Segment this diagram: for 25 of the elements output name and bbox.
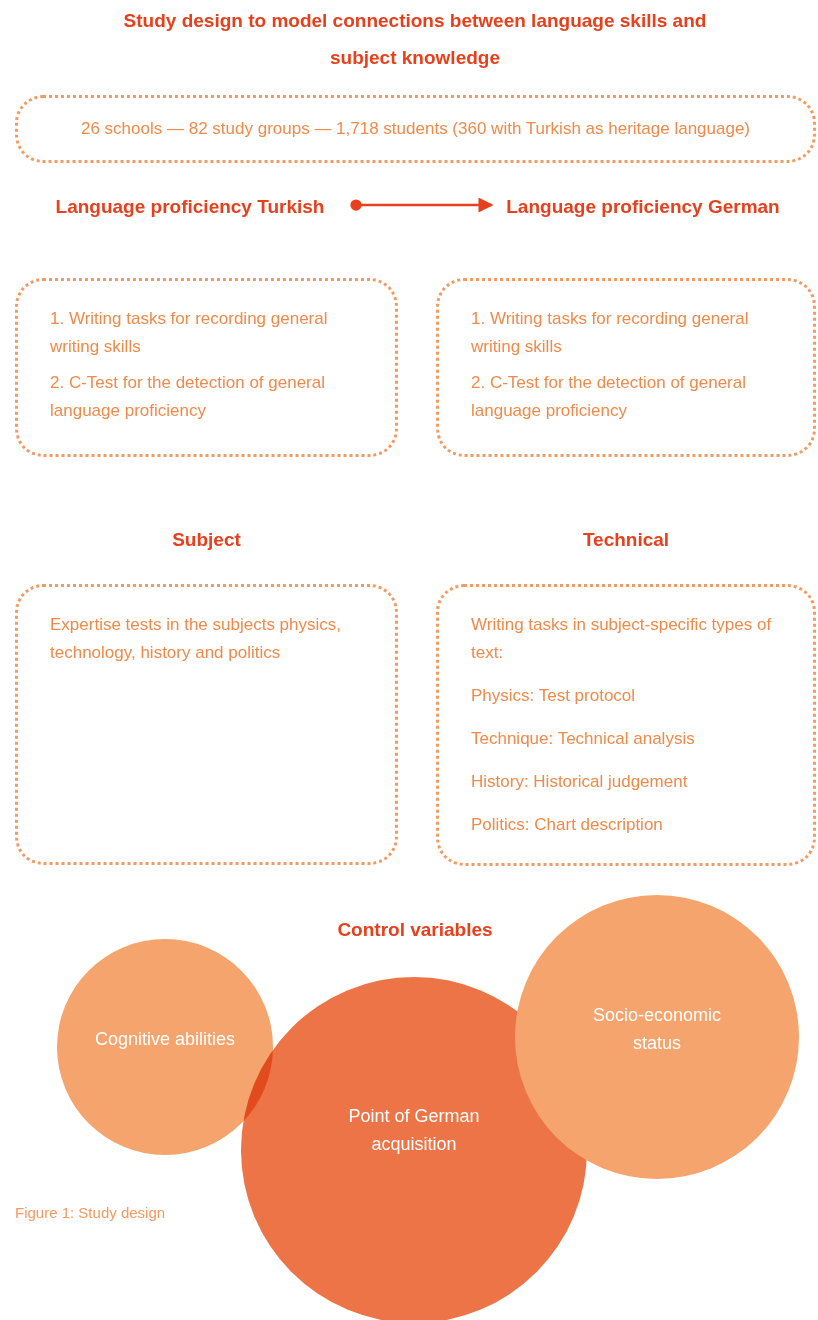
box-text: History: Historical judgement	[471, 771, 689, 793]
box-text: Writing tasks in subject-specific types of text:	[471, 614, 773, 664]
box-text: Technique: Technical analysis	[471, 728, 696, 750]
box-text: 1. Writing tasks for recording general writing skills	[471, 308, 750, 358]
circle-label: Point of German acquisition	[347, 1105, 481, 1156]
title: Study design to model connections between language skills and subject knowledge	[122, 9, 708, 70]
box-text: Physics: Test protocol	[471, 685, 637, 707]
arrow	[350, 197, 494, 213]
box-text: 2. C-Test for the detection of general language proficiency	[50, 372, 326, 422]
circle-label: Cognitive abilities	[93, 1028, 237, 1051]
heading: Language proficiency German	[492, 188, 794, 254]
box-text: 1. Writing tasks for recording general writing skills	[50, 308, 329, 358]
box-text: 2. C-Test for the detection of general language proficiency	[471, 372, 747, 422]
box-text: Expertise tests in the subjects physics, technology, history and politics	[50, 614, 343, 664]
heading: Language proficiency Turkish	[28, 188, 352, 254]
box-text: Politics: Chart description	[471, 814, 664, 836]
box-text: 26 schools — 82 study groups — 1,718 students (360 with Turkish as heritage language)	[80, 118, 751, 140]
heading: Subject	[172, 528, 241, 552]
caption: Figure 1: Study design	[15, 1203, 166, 1223]
dotted-box	[15, 95, 816, 163]
section-heading: Control variables	[337, 919, 493, 940]
dotted-box	[15, 278, 398, 457]
circle-label: Socio-economic status	[591, 1004, 723, 1055]
heading: Technical	[582, 528, 670, 552]
dotted-box	[436, 278, 816, 457]
